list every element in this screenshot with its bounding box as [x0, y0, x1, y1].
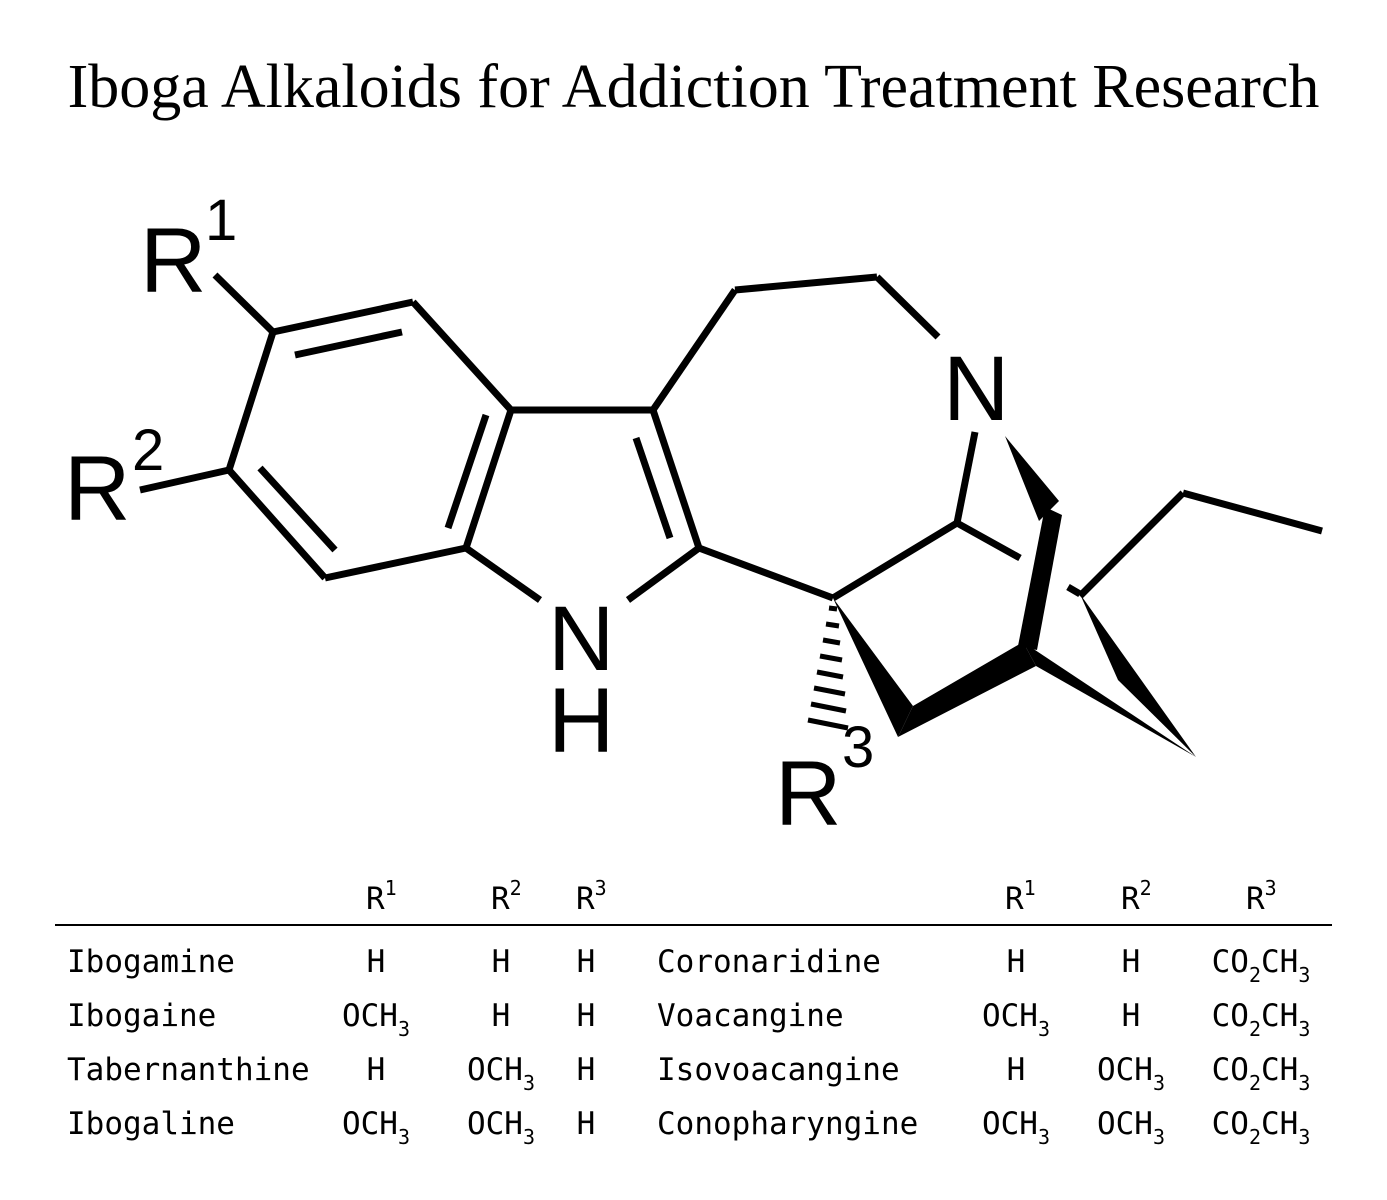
table-row: Ibogamine H H H Coronaridine H H CO2CH3 [55, 934, 1332, 988]
bond [955, 519, 1022, 562]
table-cell-r1b: OCH3 [981, 998, 1051, 1041]
r3-superscript: 3 [842, 715, 874, 780]
hash-bond [825, 621, 840, 629]
table-cell-name2: Voacangine [657, 998, 844, 1034]
bond [625, 545, 702, 603]
table-cell-r2: OCH3 [466, 1052, 536, 1095]
table-cell-name2: Coronaridine [657, 944, 881, 980]
wedge-bond [898, 642, 1036, 737]
col-header-r2-right: R2 [1121, 876, 1152, 917]
bond [874, 274, 941, 340]
bond [212, 272, 276, 335]
figure-title: Iboga Alkaloids for Addiction Treatment … [67, 53, 1320, 121]
table-cell-r1: OCH3 [341, 1106, 411, 1149]
bond-inner [257, 465, 338, 553]
indole-h-label: H [548, 670, 614, 772]
indole-n-label: N [548, 588, 614, 690]
wedge-bond [1023, 642, 1196, 757]
table-cell-r2b: H [1121, 944, 1141, 980]
table-cell-r3: H [576, 998, 596, 1034]
hash-bond [816, 669, 844, 680]
bond [139, 466, 230, 494]
bridgehead-n-label: N [943, 338, 1009, 440]
r2-label: R [64, 438, 130, 540]
table-cell-name2: Isovoacangine [657, 1052, 900, 1088]
table-cell-name: Ibogaline [67, 1106, 235, 1142]
table-row: Ibogaline OCH3 OCH3 H Conopharyngine OCH3 OCH3… [55, 1096, 1332, 1150]
hash-bond [828, 605, 838, 612]
hash-bond [810, 701, 847, 714]
table-header: R1 R2 R3 R1 R2 R3 [55, 862, 1332, 926]
bond [650, 288, 738, 412]
bond [1077, 490, 1186, 599]
r3-label: R [775, 743, 841, 845]
table-cell-r2: OCH3 [466, 1106, 536, 1149]
wedge-bond [1080, 594, 1196, 757]
table-cell-r2: H [491, 998, 511, 1034]
table-cell-r2: H [491, 944, 511, 980]
table-cell-name: Ibogamine [67, 944, 235, 980]
bond [649, 408, 703, 550]
table-cell-r2b: OCH3 [1096, 1106, 1166, 1149]
table-row: Tabernanthine H OCH3 H Isovoacangine H OCH3 CO2… [55, 1042, 1332, 1096]
r1-label: R [140, 210, 206, 312]
table-cell-r3: H [576, 1106, 596, 1142]
bond [272, 298, 414, 336]
hash-bond [822, 637, 841, 646]
bond [410, 299, 514, 413]
table-cell-r1b: OCH3 [981, 1106, 1051, 1149]
r2-superscript: 2 [132, 418, 164, 483]
wedge-bond [1005, 436, 1059, 521]
table-cell-r3b: CO2CH3 [1211, 944, 1311, 987]
col-header-r3: R3 [576, 876, 607, 917]
table-cell-r1: OCH3 [341, 998, 411, 1041]
hash-bond [807, 717, 849, 731]
bond [697, 544, 835, 602]
bond [1066, 583, 1082, 598]
bond-inner [632, 436, 674, 540]
table-cell-r1b: H [1006, 944, 1026, 980]
bond-inner [444, 413, 490, 530]
table-cell-name: Ibogaine [67, 998, 217, 1034]
bond [225, 330, 277, 472]
hash-bond [819, 653, 843, 663]
table-row: Ibogaine OCH3 H H Voacangine OCH3 H CO2CH3 [55, 988, 1332, 1042]
bond [1182, 489, 1323, 535]
table-cell-r1: H [366, 944, 386, 980]
table-cell-r1b: H [1006, 1052, 1026, 1088]
table-cell-r3b: CO2CH3 [1211, 1106, 1311, 1149]
bond [226, 467, 328, 581]
wedge-bond [1018, 507, 1062, 650]
table-cell-r3b: CO2CH3 [1211, 998, 1311, 1041]
col-header-r3-right: R3 [1246, 876, 1277, 917]
hash-bond [813, 685, 846, 697]
bond [324, 544, 467, 582]
bond [734, 273, 878, 294]
table-cell-name: Tabernanthine [67, 1052, 310, 1088]
bond [831, 520, 959, 601]
r1-superscript: 1 [205, 188, 237, 253]
table-cell-r3: H [576, 944, 596, 980]
bond-inner [294, 328, 403, 359]
table-cell-name2: Conopharyngine [657, 1106, 919, 1142]
iboga-core-structure: R 1 R 2 N H N R 3 [64, 188, 1323, 845]
table-cell-r3b: CO2CH3 [1211, 1052, 1311, 1095]
table-cell-r1: H [366, 1052, 386, 1088]
col-header-r2: R2 [491, 876, 522, 917]
col-header-r1: R1 [366, 876, 397, 917]
table-cell-r3: H [576, 1052, 596, 1088]
table-cell-r2b: H [1121, 998, 1141, 1034]
wedge-bond [833, 598, 913, 737]
col-header-r1-right: R1 [1005, 876, 1036, 917]
bond [463, 545, 543, 603]
table-cell-r2b: OCH3 [1096, 1052, 1166, 1095]
bond [953, 431, 979, 524]
bond [462, 408, 515, 550]
